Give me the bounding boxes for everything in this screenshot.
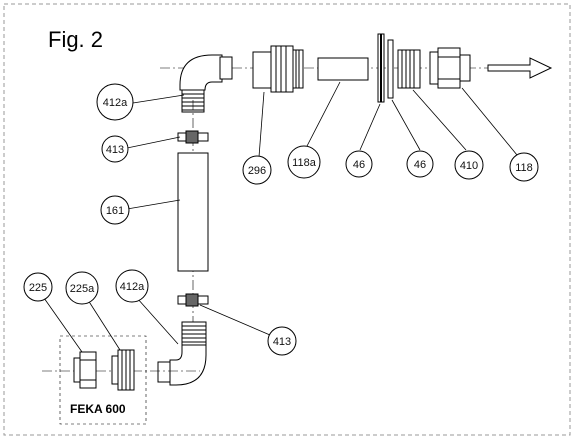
callout-412a-top: 412a [96, 83, 134, 121]
svg-text:412a: 412a [120, 281, 145, 293]
hose-clamp-413-bottom [177, 293, 209, 307]
union-296 [252, 45, 304, 93]
callout-296: 296 [242, 155, 272, 185]
svg-text:225a: 225a [70, 283, 95, 295]
callout-412a-bottom: 412a [115, 269, 149, 303]
callout-118a: 118a [287, 145, 321, 179]
callout-225a: 225a [65, 271, 99, 305]
fitting-225a [111, 349, 135, 391]
elbow-412a-top [179, 54, 233, 113]
figure-title: Fig. 2 [48, 27, 103, 52]
wall-plate-46-a [377, 33, 385, 103]
hose-clamp-413-top [177, 130, 209, 144]
pipe-118a [317, 57, 369, 81]
callout-413-bottom: 413 [267, 326, 297, 356]
svg-text:410: 410 [460, 160, 478, 172]
wall-plate-46-b [387, 39, 394, 99]
svg-text:118a: 118a [292, 157, 317, 169]
nut-410 [397, 49, 421, 89]
svg-text:46: 46 [353, 159, 365, 171]
callout-161: 161 [100, 195, 130, 225]
feka-box [59, 335, 147, 425]
svg-text:161: 161 [106, 205, 124, 217]
callout-46-b: 46 [406, 150, 434, 178]
leader-lines [43, 81, 518, 353]
callout-46-a: 46 [345, 150, 373, 178]
svg-text:412a: 412a [103, 97, 128, 109]
hose-161 [177, 152, 209, 272]
outlet-arrow [487, 57, 553, 79]
svg-text:413: 413 [273, 336, 291, 348]
svg-text:413: 413 [106, 144, 124, 156]
callout-413-top: 413 [101, 135, 129, 163]
callout-225: 225 [23, 272, 53, 302]
svg-text:296: 296 [248, 165, 266, 177]
adapter-118 [429, 47, 471, 89]
outer-dashed-frame [3, 3, 571, 436]
callout-118: 118 [509, 152, 539, 182]
feka-box-label: FEKA 600 [70, 402, 126, 416]
callout-410: 410 [454, 150, 484, 180]
svg-text:46: 46 [414, 159, 426, 171]
elbow-412a-bottom [157, 321, 207, 386]
svg-text:118: 118 [515, 162, 533, 174]
fitting-225 [73, 351, 97, 389]
svg-text:225: 225 [29, 282, 47, 294]
